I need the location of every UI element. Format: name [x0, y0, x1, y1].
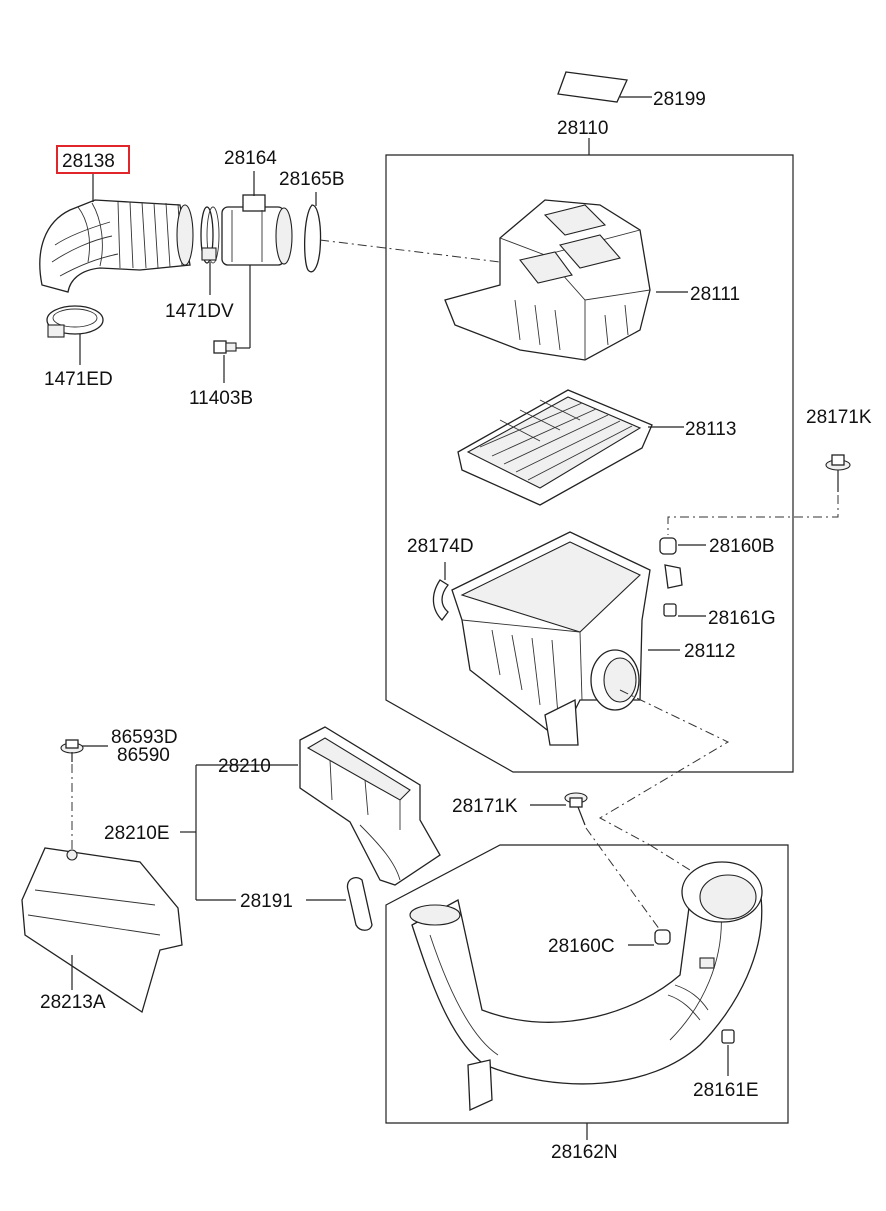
part-28165B-gasket[interactable]	[303, 192, 501, 273]
part-28161G-collar[interactable]	[663, 603, 706, 617]
label-28191[interactable]: 28191	[240, 891, 293, 912]
label-28112[interactable]: 28112	[684, 641, 735, 662]
part-28164-air-flow-sensor[interactable]	[221, 171, 293, 266]
part-28160C-grommet[interactable]	[628, 929, 671, 946]
label-28199[interactable]: 28199	[653, 89, 706, 110]
part-28138-intake-hose[interactable]	[39, 199, 194, 293]
part-28113-air-filter-element[interactable]	[457, 389, 684, 506]
part-28161E-collar[interactable]	[721, 1029, 735, 1076]
part-28160B-grommet[interactable]	[659, 537, 706, 555]
label-86590[interactable]: 86590	[117, 745, 170, 766]
label-28161E[interactable]: 28161E	[693, 1080, 759, 1101]
label-28210[interactable]: 28210	[218, 756, 271, 777]
label-11403B[interactable]: 11403B	[189, 388, 253, 409]
part-28174D-clip[interactable]	[432, 562, 449, 621]
label-28111[interactable]: 28111	[690, 284, 740, 305]
part-28213A-under-cover[interactable]	[21, 847, 183, 1014]
label-1471ED[interactable]: 1471ED	[44, 369, 113, 390]
label-28161G[interactable]: 28161G	[708, 608, 776, 629]
label-28113[interactable]: 28113	[685, 419, 736, 440]
part-28171K-bolt-lower[interactable]	[530, 792, 661, 931]
part-1471DV-hose-clamp[interactable]	[200, 206, 220, 295]
label-28210E[interactable]: 28210E	[104, 823, 170, 844]
label-28174D[interactable]: 28174D	[407, 536, 474, 557]
part-28162N-intake-duct[interactable]	[409, 844, 763, 1111]
part-28199-label-sticker[interactable]	[557, 71, 652, 103]
label-28160B[interactable]: 28160B	[709, 536, 775, 557]
intake-duct-assembly-box	[385, 844, 789, 1124]
label-28165B[interactable]: 28165B	[279, 169, 345, 190]
part-28191-rubber-seal[interactable]	[306, 876, 373, 931]
highlight-box-28138	[56, 145, 130, 174]
part-11403B-screw[interactable]	[213, 265, 251, 383]
label-28160C[interactable]: 28160C	[548, 936, 615, 957]
label-28110[interactable]: 28110	[557, 118, 608, 139]
label-28213A[interactable]: 28213A	[40, 992, 106, 1013]
label-28162N[interactable]: 28162N	[551, 1142, 618, 1163]
part-1471ED-hose-clamp[interactable]	[46, 305, 104, 365]
label-1471DV[interactable]: 1471DV	[165, 301, 234, 322]
part-28111-air-cleaner-cover[interactable]	[444, 199, 688, 361]
part-28112-air-cleaner-body[interactable]	[451, 531, 730, 846]
leader-28210E-bracket	[180, 765, 236, 901]
air-cleaner-assembly-box	[385, 154, 794, 773]
label-28171K-upper[interactable]: 28171K	[806, 407, 872, 428]
label-86593D[interactable]: 86593D	[111, 727, 178, 748]
label-28164[interactable]: 28164	[224, 148, 277, 169]
part-28210-air-guide[interactable]	[196, 726, 441, 886]
part-86593D-86590-fastener[interactable]	[60, 739, 108, 850]
part-28171K-bolt-upper[interactable]	[667, 454, 851, 535]
label-28138[interactable]: 28138	[62, 151, 115, 172]
label-28171K-lower[interactable]: 28171K	[452, 796, 518, 817]
